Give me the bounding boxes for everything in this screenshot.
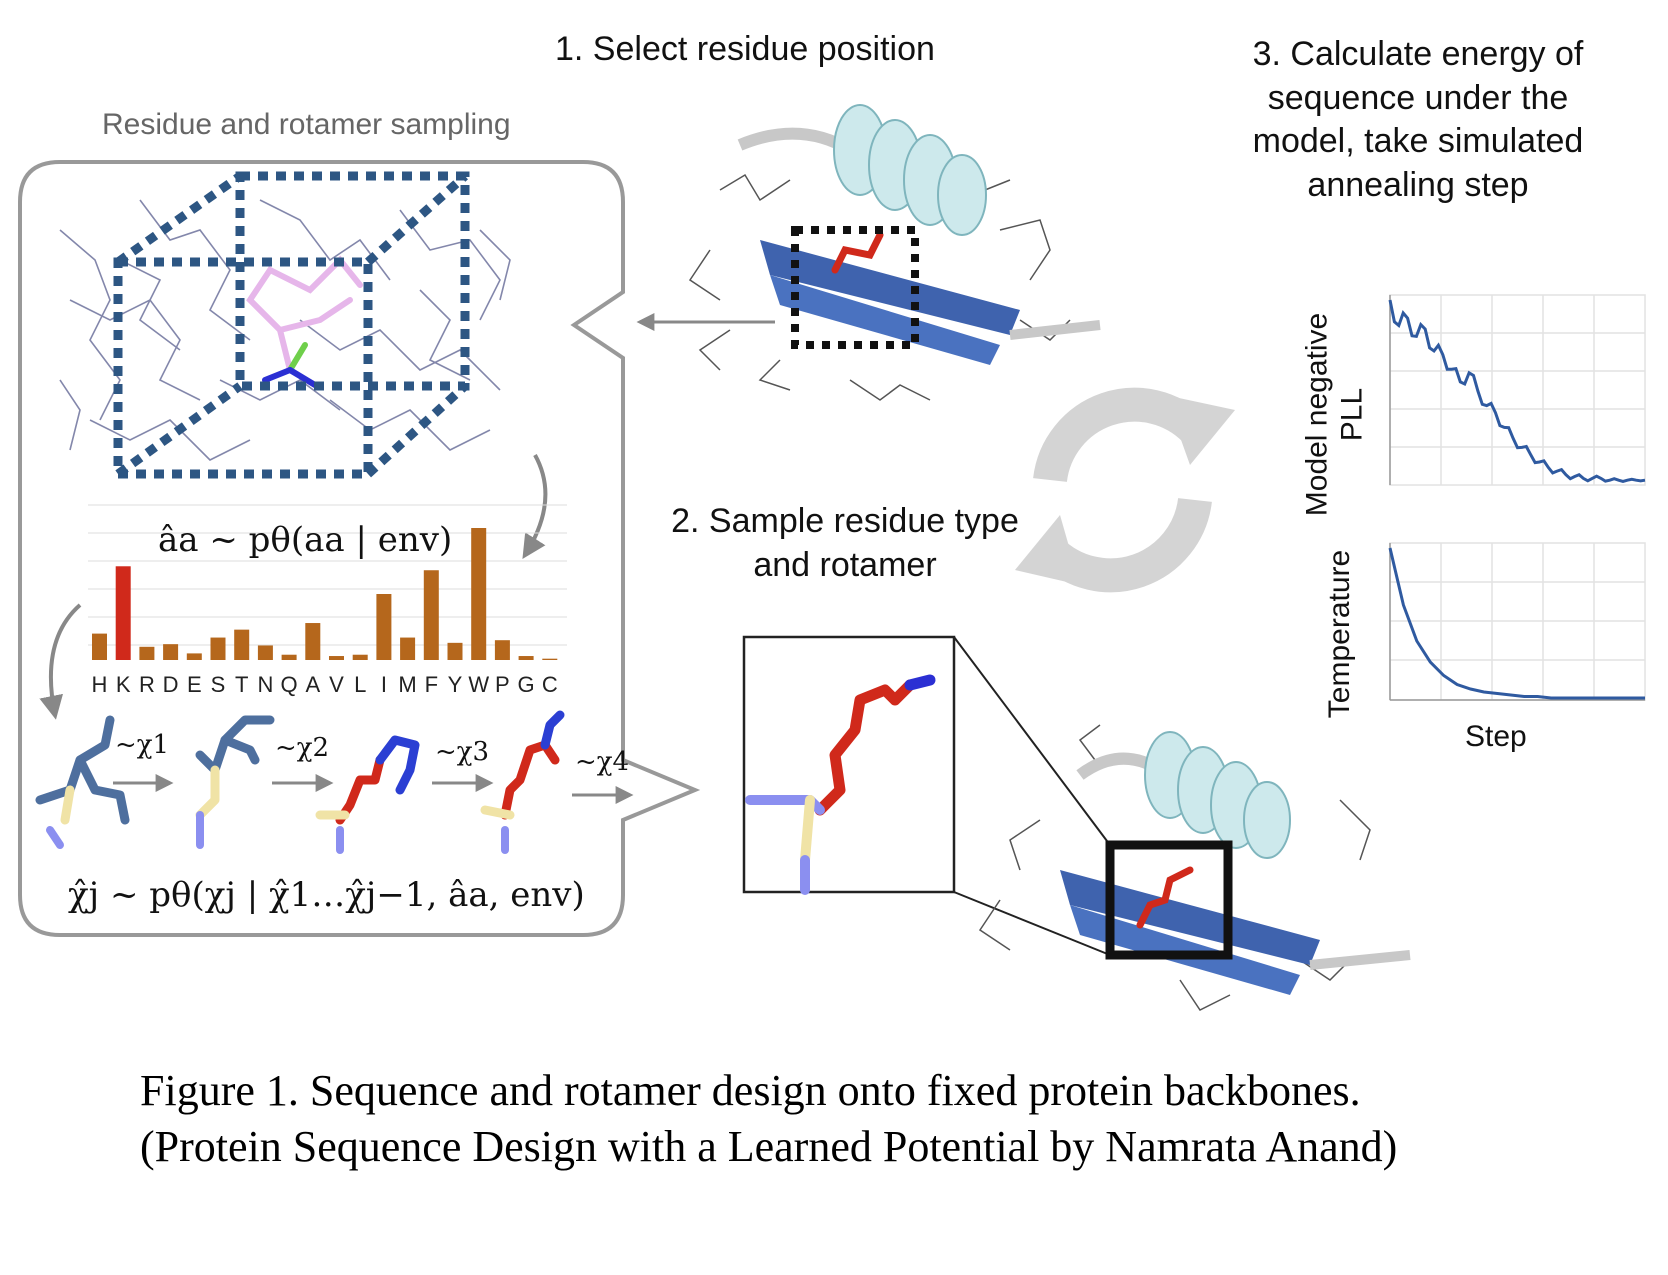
aa-bar-I [376,594,392,660]
aa-bar-label-P: P [495,672,510,697]
aa-bar-chart [92,528,558,660]
step3-line2: sequence under the [1267,78,1569,117]
aa-bar-label-R: R [139,672,155,697]
pll-ylabel-line2: PLL [1335,387,1368,442]
aa-bar-T [234,629,250,660]
step3-line1: 3. Calculate energy of [1252,35,1584,73]
aa-bar-label-E: E [187,672,202,697]
rotamer-zoom-inset [742,635,956,894]
temperature-ylabel: Temperature [1323,549,1356,719]
aa-bar-label-L: L [354,672,366,697]
panel-title: Residue and rotamer sampling [102,108,511,141]
zoom-rotamer-sticks [745,674,936,895]
flow-arrow-to-rotamers [39,603,82,720]
aa-bar-label-C: C [542,672,558,697]
aa-equation: âa ~ pθ(aa | env) [158,520,453,560]
chi-equation: χ̂j ~ pθ(χj | χ̂1…χ̂j−1, âa, env) [68,875,585,915]
aa-bar-label-N: N [257,672,273,697]
caption-line2: (Protein Sequence Design with a Learned … [140,1121,1398,1171]
protein-structure-top [688,104,1101,401]
caption-line1: Figure 1. Sequence and rotamer design on… [140,1066,1361,1115]
step3-line4: annealing step [1307,165,1529,204]
aa-bar-Q [281,654,297,660]
rotamer-step-1 [35,715,130,849]
aa-bar-M [400,637,416,660]
zoom-connector-bottom [953,891,1111,956]
aa-bar-Y [447,642,463,660]
figure-caption: Figure 1. Sequence and rotamer design on… [140,1063,1397,1175]
aa-bar-G [518,656,534,660]
aa-bar-label-H: H [92,672,108,697]
aa-bar-D [163,644,179,660]
temperature-series-line [1388,547,1645,700]
aa-bar-K [115,566,131,660]
aa-bar-label-S: S [211,672,226,697]
rotamer-step-4 [480,710,565,854]
aa-bar-label-Q: Q [281,672,298,697]
aa-bar-A [305,623,321,660]
zoom-connector-top [953,636,1111,846]
pll-ylabel: Model negative PLL [1301,305,1370,525]
aa-bar-V [329,656,344,660]
rotamer-arrows [113,774,634,804]
aa-bar-label-F: F [425,672,438,697]
cycle-arrowhead-2 [1015,515,1080,585]
aa-bar-label-K: K [116,672,131,697]
aa-bar-E [186,653,202,660]
aa-bar-label-W: W [468,672,489,697]
step3-line3: model, take simulated [1252,122,1584,161]
aa-bar-H [92,633,107,660]
step3-label: 3. Calculate energy of sequence under th… [1218,33,1618,207]
sampling-panel-frame [18,160,701,937]
flow-arrow-to-bars [522,454,548,560]
aa-bar-label-A: A [305,672,320,697]
aa-bar-label-G: G [518,672,535,697]
aa-bar-W [471,528,487,660]
step2-line2: and rotamer [753,545,937,584]
selected-residue-core [262,342,318,388]
chi-step-label-2: ~χ2 [275,733,330,763]
aa-bar-label-V: V [329,672,344,697]
residue-selection-box [791,226,919,349]
aa-bar-C [542,658,558,660]
aa-bar-label-I: I [381,672,387,697]
step2-label: 2. Sample residue type and rotamer [645,500,1045,587]
cycle-arrowhead-1 [1165,395,1235,465]
aa-bar-P [494,640,510,660]
step-xlabel: Step [1465,720,1527,753]
pll-plot [1388,294,1646,486]
rotamer-step-2 [195,715,275,849]
rotamer-step-3 [315,735,420,854]
selected-residue-sidechain [246,255,363,373]
protein-structure-bottom [978,724,1411,1011]
pll-ylabel-line1: Model negative [1300,312,1334,517]
aa-bar-label-T: T [235,672,248,697]
pll-series-line [1388,299,1646,483]
chi-step-label-1: ~χ1 [115,730,170,760]
step2-line1: 2. Sample residue type [671,502,1019,540]
aa-bar-label-M: M [398,672,416,697]
aa-bar-F [423,570,439,660]
aa-bar-L [352,654,368,660]
aa-bar-label-D: D [163,672,179,697]
aa-bar-label-Y: Y [448,672,463,697]
chi-step-label-4: ~χ4 [575,747,630,777]
voxel-cube-outline [113,171,470,479]
annealing-cycle-icon [1033,387,1212,593]
temperature-plot [1388,542,1646,701]
residue-selection-box-bottom [1105,840,1233,960]
chi-step-label-3: ~χ3 [435,737,490,767]
aa-bar-R [139,646,155,660]
aa-bar-N [257,645,273,660]
step1-label: 1. Select residue position [555,30,935,68]
aa-bar-S [210,637,226,660]
